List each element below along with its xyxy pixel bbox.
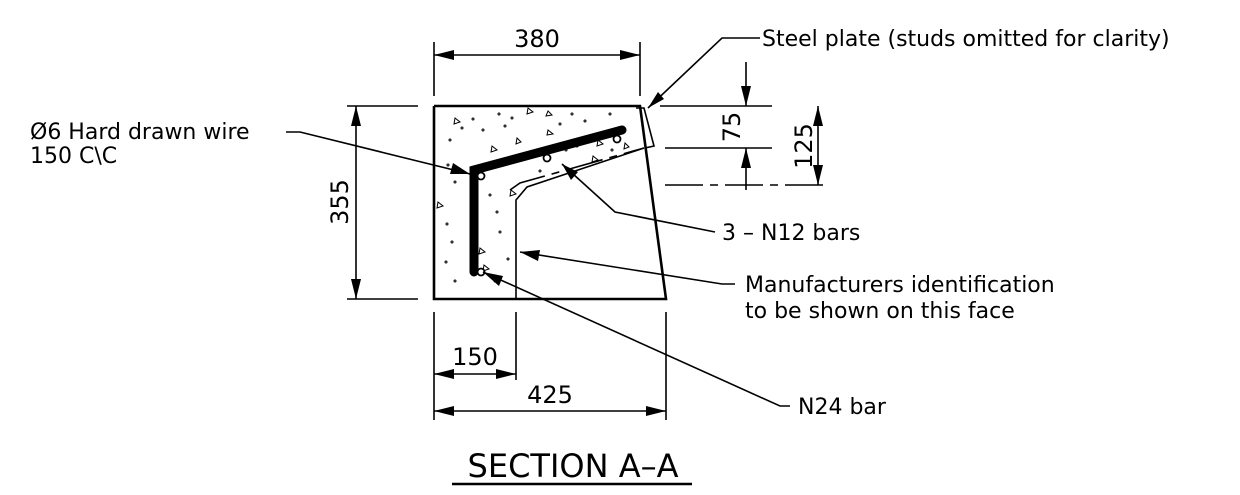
label-identification-line1: Manufacturers identification xyxy=(745,273,1055,298)
label-wire-line2: 150 C\C xyxy=(30,144,117,169)
leader-identification xyxy=(519,250,735,285)
n12-bars xyxy=(476,134,622,277)
dimension-125-label: 125 xyxy=(790,123,818,169)
label-n12-bars: 3 – N12 bars xyxy=(722,221,860,246)
dimension-355-label: 355 xyxy=(326,179,354,225)
label-n24-bar: N24 bar xyxy=(798,395,887,420)
dimension-150: 150 xyxy=(433,312,517,420)
section-title: SECTION A–A xyxy=(468,447,679,485)
dimension-425: 425 xyxy=(434,312,667,420)
dimension-150-label: 150 xyxy=(452,343,498,371)
dimension-380-label: 380 xyxy=(514,25,560,53)
concrete-hatch xyxy=(436,107,630,283)
dimension-355: 355 xyxy=(326,105,418,300)
dimension-125: 125 xyxy=(665,106,830,186)
leader-wire xyxy=(286,131,471,175)
n24-bar xyxy=(469,125,627,277)
label-identification-line2: to be shown on this face xyxy=(745,299,1015,324)
concrete-outline xyxy=(432,104,668,301)
leader-n12-bars xyxy=(561,163,716,233)
label-wire-line1: Ø6 Hard drawn wire xyxy=(30,120,250,145)
leader-n24-bar xyxy=(482,271,790,407)
dimension-75-label: 75 xyxy=(718,112,746,143)
dimension-380: 380 xyxy=(433,25,641,96)
leader-steel-plate xyxy=(647,37,760,109)
label-steel-plate: Steel plate (studs omitted for clarity) xyxy=(762,27,1170,52)
hard-drawn-wire xyxy=(509,147,645,191)
dimension-425-label: 425 xyxy=(527,381,573,409)
dimension-75: 75 xyxy=(660,62,772,190)
